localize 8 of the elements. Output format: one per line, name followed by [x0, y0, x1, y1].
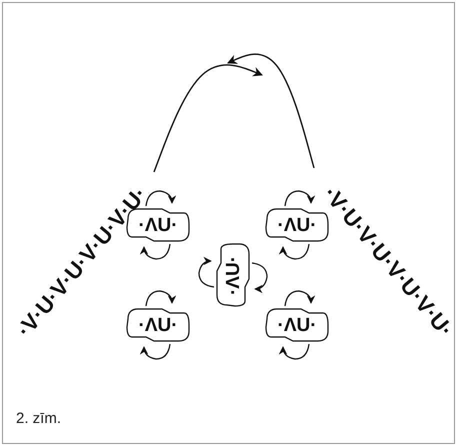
syllable-pair: ·ΛU·: [224, 255, 243, 295]
curved-arrow: [153, 64, 263, 172]
syllable-pair: ·ΛU·: [278, 316, 317, 334]
syllable-pair: ·ΛU·: [278, 216, 317, 234]
figure-caption: 2. zīm.: [16, 410, 62, 427]
syllable-pair: ·ΛU·: [138, 216, 178, 234]
syllable-pair: ·ΛU·: [138, 316, 178, 334]
curved-arrow: [227, 54, 315, 168]
